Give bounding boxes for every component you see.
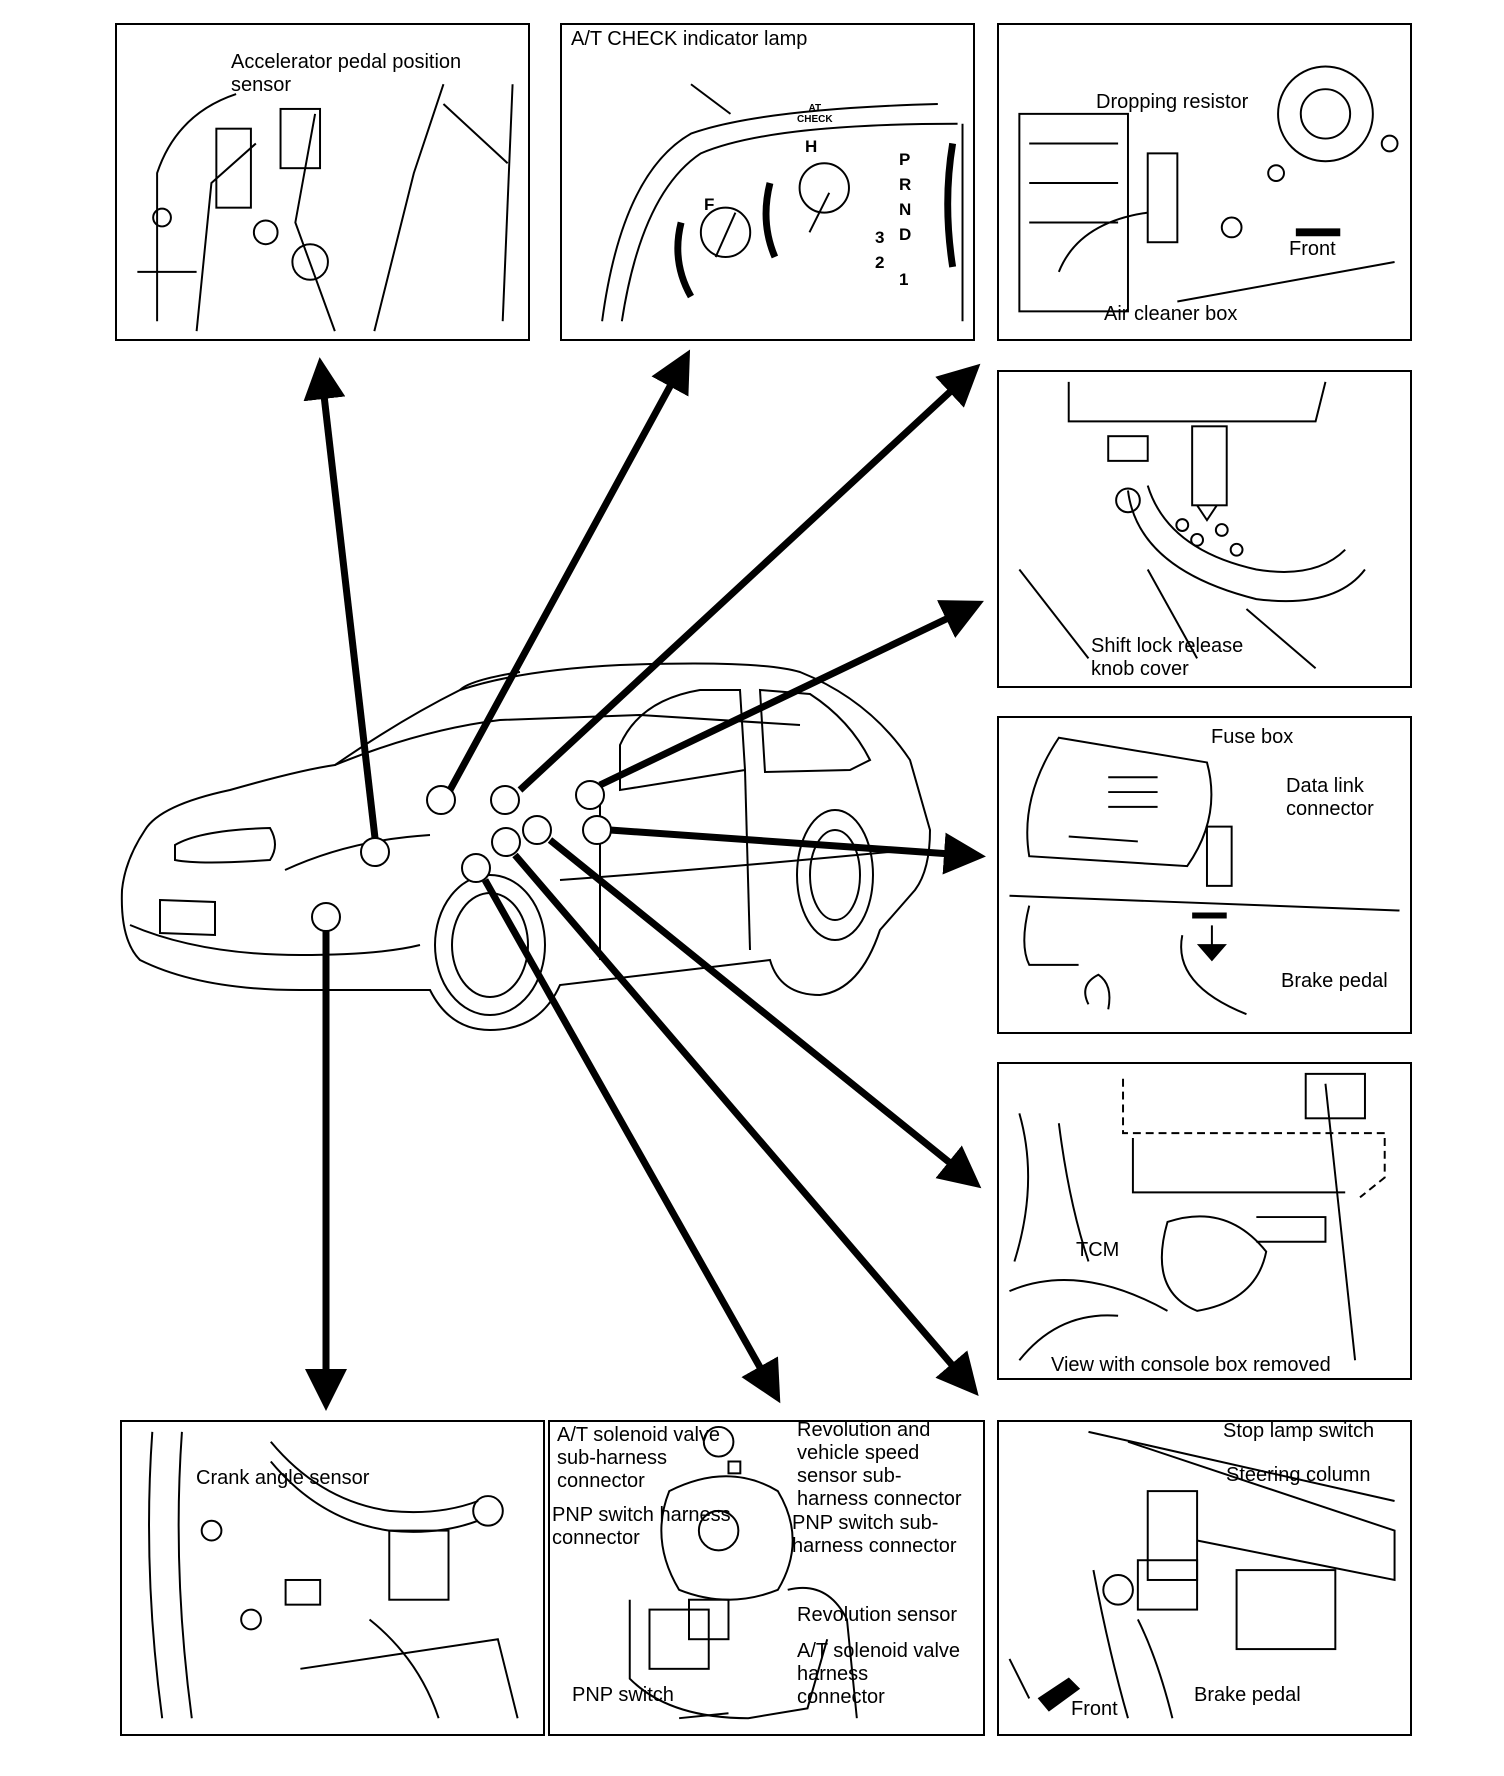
label-at-solenoid-sub-harness: A/T solenoid valve sub-harness connector — [557, 1424, 721, 1492]
panel-fuse-box: Fuse box Data link connector Brake pedal — [997, 716, 1412, 1034]
label-accelerator-sensor: Accelerator pedal position sensor — [231, 51, 462, 96]
marker-shift-lock — [575, 780, 605, 810]
panel-stop-lamp-switch: Stop lamp switch Steering column Front B… — [997, 1420, 1412, 1736]
accelerator-illustration — [137, 83, 514, 332]
label-shift-lock-knob-cover: Shift lock release knob cover — [1091, 635, 1244, 680]
car-silhouette — [120, 662, 932, 1032]
engine-bay-illustration — [1018, 65, 1399, 313]
location-markers — [311, 780, 612, 932]
label-air-cleaner-box: Air cleaner box — [1104, 303, 1238, 325]
label-front: Front — [1071, 1698, 1118, 1720]
label-revolution-vss-sub-harness: Revolution and vehicle speed sensor sub-… — [797, 1420, 962, 1510]
label-crank-angle-sensor: Crank angle sensor — [196, 1467, 370, 1489]
marker-stop-lamp — [491, 827, 521, 857]
label-pnp-switch-harness: PNP switch harness connector — [552, 1504, 731, 1549]
panel-accelerator-sensor: Accelerator pedal position sensor — [115, 23, 530, 341]
gear-d: D — [899, 225, 912, 244]
gear-3: 3 — [875, 228, 885, 247]
fuel-gauge-f: F — [704, 195, 715, 214]
instrument-cluster-illustration — [601, 83, 964, 322]
dashboard-lower-illustration — [1009, 736, 1400, 1016]
label-stop-lamp-switch: Stop lamp switch — [1223, 1420, 1375, 1442]
panel-shift-lock: Shift lock release knob cover — [997, 370, 1412, 688]
label-front: Front — [1289, 238, 1336, 260]
marker-fuse-box — [582, 815, 612, 845]
gear-r: R — [899, 175, 912, 194]
label-dropping-resistor: Dropping resistor — [1096, 91, 1249, 113]
transmission-illustration — [628, 1425, 858, 1720]
panel-tcm: TCM View with console box removed — [997, 1062, 1412, 1380]
marker-tcm — [522, 815, 552, 845]
label-revolution-sensor: Revolution sensor — [797, 1604, 958, 1626]
console-area-illustration — [1009, 1072, 1386, 1361]
marker-at-check — [426, 785, 456, 815]
panel-at-check-lamp: A/T CHECK indicator lamp AT CHECK F H P … — [560, 23, 975, 341]
label-data-link-connector: Data link connector — [1286, 775, 1374, 820]
marker-crank — [311, 902, 341, 932]
gear-p: P — [899, 150, 911, 169]
callout-arrows — [303, 349, 986, 1411]
panel-dropping-resistor: Dropping resistor Front Air cleaner box — [997, 23, 1412, 341]
crank-area-illustration — [148, 1431, 519, 1719]
label-pnp-switch-sub-harness: PNP switch sub- harness connector — [792, 1512, 957, 1557]
at-check-lamp-icon: AT CHECK — [797, 103, 833, 125]
label-pnp-switch: PNP switch — [572, 1684, 674, 1706]
gear-1: 1 — [899, 270, 909, 289]
label-tcm: TCM — [1076, 1239, 1120, 1261]
label-brake-pedal: Brake pedal — [1194, 1684, 1301, 1706]
marker-dropping-resistor — [490, 785, 520, 815]
gear-n: N — [899, 200, 912, 219]
marker-accelerator — [360, 837, 390, 867]
label-at-solenoid-harness: A/T solenoid valve harness connector — [797, 1640, 961, 1708]
label-steering-column: Steering column — [1226, 1464, 1371, 1486]
panel-transmission-connectors: A/T solenoid valve sub-harness connector… — [548, 1420, 985, 1736]
label-fuse-box: Fuse box — [1211, 726, 1294, 748]
label-brake-pedal: Brake pedal — [1281, 970, 1388, 992]
shift-lever-illustration — [1018, 381, 1366, 669]
temp-gauge-h: H — [805, 137, 818, 156]
panel-crank-angle-sensor: Crank angle sensor — [120, 1420, 545, 1736]
gear-2: 2 — [875, 253, 885, 272]
label-console-removed: View with console box removed — [1051, 1354, 1331, 1376]
marker-transmission — [461, 853, 491, 883]
pedal-area-illustration — [1008, 1430, 1396, 1719]
label-at-check-lamp: A/T CHECK indicator lamp — [571, 28, 808, 50]
